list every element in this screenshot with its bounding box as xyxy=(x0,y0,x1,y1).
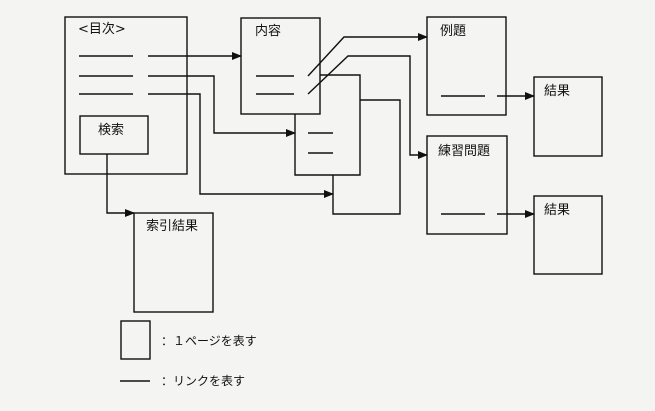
example-result-title: 結果 xyxy=(544,84,571,99)
legend-link-text: ：リンクを表す xyxy=(161,374,246,388)
legend-page-text: ：１ページを表す xyxy=(161,334,257,348)
content-stack-page-2 xyxy=(294,74,361,176)
arrow-toc-to-content-page2 xyxy=(148,75,296,137)
arrow-content-to-example xyxy=(307,33,428,77)
example-result-page-box xyxy=(533,76,603,157)
content-page-box xyxy=(240,17,321,115)
toc-page-box xyxy=(64,16,188,175)
arrow-toc-to-content-page3 xyxy=(148,93,334,198)
exercise-result-title: 結果 xyxy=(544,203,571,218)
arrow-search-to-index-result xyxy=(106,154,135,217)
arrow-content-to-exercise xyxy=(307,55,428,159)
example-title: 例題 xyxy=(440,24,467,39)
legend-page-symbol xyxy=(120,320,151,360)
index-result-page-box xyxy=(133,212,214,313)
example-page-box xyxy=(426,16,507,116)
search-label[interactable]: 検索 xyxy=(98,123,125,138)
search-button-box xyxy=(79,115,149,155)
content-title: 内容 xyxy=(255,24,282,39)
index-result-title: 索引結果 xyxy=(146,219,199,234)
content-stack-page-3 xyxy=(332,99,401,215)
exercise-page-box xyxy=(426,135,508,235)
exercise-title: 練習問題 xyxy=(438,144,491,159)
exercise-result-page-box xyxy=(533,195,603,275)
toc-title: <目次> xyxy=(78,22,126,37)
